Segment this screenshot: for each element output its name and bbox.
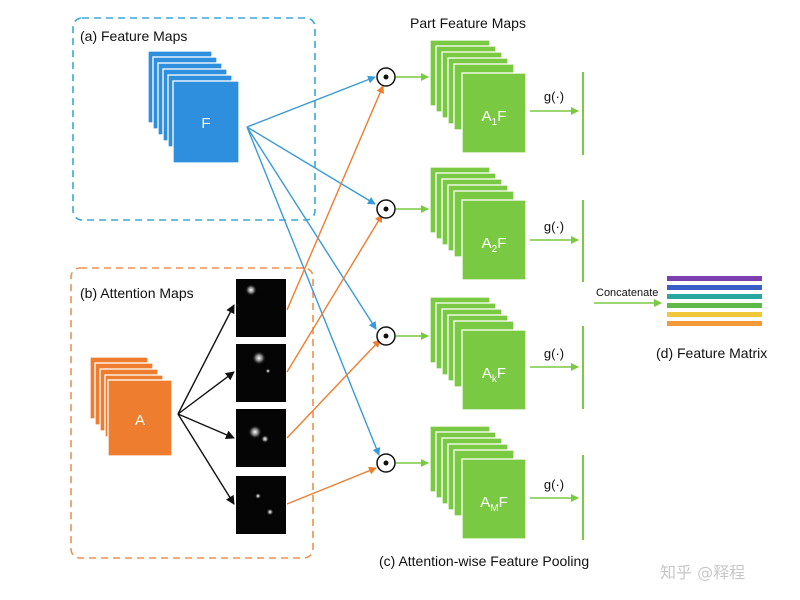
part-feature-stack-3 xyxy=(429,296,527,411)
attention-thumbnail-4 xyxy=(236,476,286,534)
attention-thumbnail-3 xyxy=(236,409,286,467)
pooling-fn-label-3: g(·) xyxy=(544,346,564,361)
multiply-node-3 xyxy=(376,326,396,346)
attention-maps-box xyxy=(70,267,314,559)
feature-map-label: F xyxy=(201,115,210,132)
feature-maps-title: (a) Feature Maps xyxy=(80,28,187,44)
part-feature-label-4: AMF xyxy=(480,494,508,514)
part-feature-label-2: A2F xyxy=(482,235,507,255)
feature-maps-box xyxy=(72,17,316,221)
part-feature-stack-4 xyxy=(429,425,527,540)
watermark: 知乎 @释程 xyxy=(660,563,745,582)
multiply-to-part-arrows xyxy=(396,73,429,467)
pooling-fn-label-4: g(·) xyxy=(544,477,564,492)
part-feature-maps-title: Part Feature Maps xyxy=(410,15,526,31)
part-feature-label-3: AkF xyxy=(482,365,506,385)
pooling-fn-label-2: g(·) xyxy=(544,219,564,234)
part-feature-stack-2 xyxy=(429,166,527,281)
attention-split-arrows xyxy=(177,304,235,505)
pooling-title: (c) Attention-wise Feature Pooling xyxy=(379,553,589,569)
attention-maps-title: (b) Attention Maps xyxy=(80,285,194,301)
part-feature-stack-1 xyxy=(429,39,527,154)
attention-thumbnail-1 xyxy=(236,279,286,337)
attention-map-stack xyxy=(89,356,173,457)
multiply-node-1 xyxy=(376,67,396,87)
attention-to-multiply-arrows xyxy=(286,85,384,505)
pooling-arrows xyxy=(530,107,579,502)
multiply-node-4 xyxy=(376,453,396,473)
multiply-node-2 xyxy=(376,199,396,219)
attention-thumbnail-2 xyxy=(236,344,286,402)
feature-matrix-title: (d) Feature Matrix xyxy=(656,345,767,361)
concatenate-label: Concatenate xyxy=(596,287,658,299)
attention-map-label: A xyxy=(135,412,145,429)
pooling-fn-label-1: g(·) xyxy=(544,89,564,104)
feature-map-stack xyxy=(147,50,240,164)
part-feature-label-1: A1F xyxy=(482,108,507,128)
feature-broadcast-arrows xyxy=(246,75,381,456)
feature-matrix xyxy=(667,276,762,326)
